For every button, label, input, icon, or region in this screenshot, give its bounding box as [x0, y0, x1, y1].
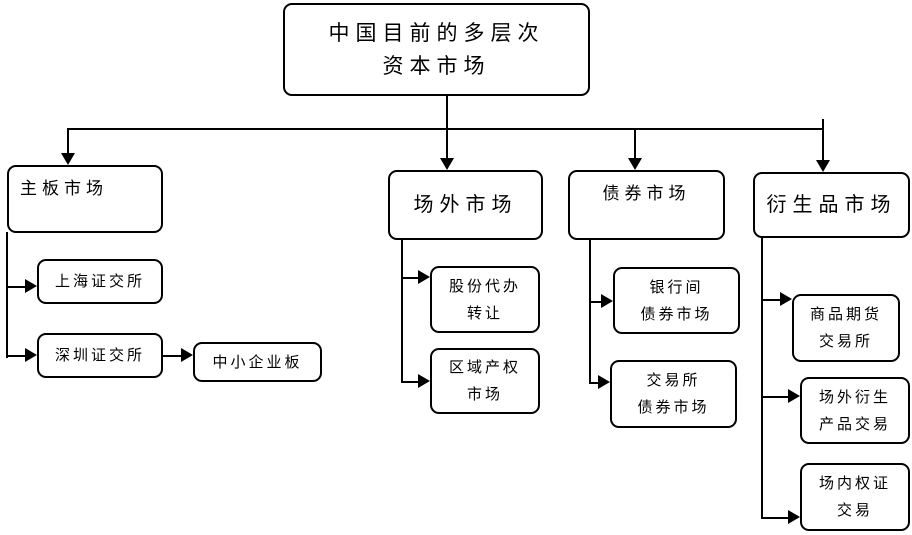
arrowhead-into-bond-market-icon	[628, 158, 642, 170]
edge-to-shanghai-line	[6, 286, 26, 288]
edge-otc-branch-line	[401, 240, 403, 383]
node-exchange-bond-market: 交易所 债券市场	[610, 360, 737, 428]
edge-main-board-branch-line	[6, 232, 8, 358]
edge-root-stem-line	[446, 96, 448, 130]
edge-root-to-derivatives-line	[822, 128, 824, 161]
node-otc-derivatives-trading: 场外衍生 产品交易	[800, 377, 910, 444]
node-bond-market: 债券市场	[568, 170, 725, 240]
node-share-agency-transfer: 股份代办 转让	[430, 266, 540, 333]
edge-root-trunk-line	[67, 128, 824, 130]
edge-bond-branch-line	[589, 240, 591, 384]
node-derivatives-market: 衍生品市场	[753, 172, 910, 238]
node-exchange-warrant-trading: 场内权证 交易	[800, 463, 910, 531]
edge-to-commodity-futures-line	[761, 299, 781, 301]
arrowhead-into-sme-board-icon	[181, 348, 193, 362]
node-root: 中国目前的多层次 资本市场	[283, 3, 590, 96]
edge-to-interbank-line	[589, 301, 602, 303]
node-main-board-market: 主板市场	[7, 165, 163, 233]
edge-to-share-transfer-line	[401, 277, 418, 279]
arrowhead-into-interbank-icon	[601, 294, 613, 308]
arrowhead-into-shanghai-icon	[25, 279, 37, 293]
node-shanghai-stock-exchange: 上海证交所	[37, 259, 163, 304]
edge-to-otc-derivatives-line	[761, 396, 789, 398]
arrowhead-into-derivatives-market-icon	[816, 160, 830, 172]
node-shenzhen-stock-exchange: 深圳证交所	[37, 333, 163, 378]
arrowhead-into-main-board-icon	[61, 153, 75, 165]
edge-to-regional-property-line	[401, 381, 418, 383]
edge-to-exchange-warrant-line	[761, 517, 789, 519]
arrowhead-into-exchange-warrant-icon	[788, 510, 800, 524]
edge-root-trunk-right-tick	[822, 119, 824, 130]
arrowhead-into-commodity-futures-icon	[780, 292, 792, 306]
node-interbank-bond-market: 银行间 债券市场	[613, 267, 740, 334]
edge-root-to-otc-line	[446, 128, 448, 159]
node-otc-market: 场外市场	[388, 170, 543, 240]
node-sme-board: 中小企业板	[193, 342, 322, 382]
edge-to-exchange-bond-line	[589, 382, 599, 384]
arrowhead-into-otc-derivatives-icon	[788, 389, 800, 403]
arrowhead-into-shenzhen-icon	[25, 348, 37, 362]
node-regional-property-market: 区域产权 市场	[430, 348, 540, 414]
arrowhead-into-regional-property-icon	[418, 374, 430, 388]
arrowhead-into-share-transfer-icon	[418, 270, 430, 284]
edge-shenzhen-to-sme-line	[163, 355, 182, 357]
arrowhead-into-exchange-bond-icon	[598, 375, 610, 389]
edge-derivatives-branch-line	[761, 238, 763, 519]
arrowhead-into-otc-market-icon	[440, 158, 454, 170]
edge-to-shenzhen-line	[6, 355, 26, 357]
edge-root-to-bond-line	[634, 128, 636, 159]
edge-root-to-main-board-line	[67, 128, 69, 155]
node-commodity-futures-exchange: 商品期货 交易所	[792, 294, 900, 362]
